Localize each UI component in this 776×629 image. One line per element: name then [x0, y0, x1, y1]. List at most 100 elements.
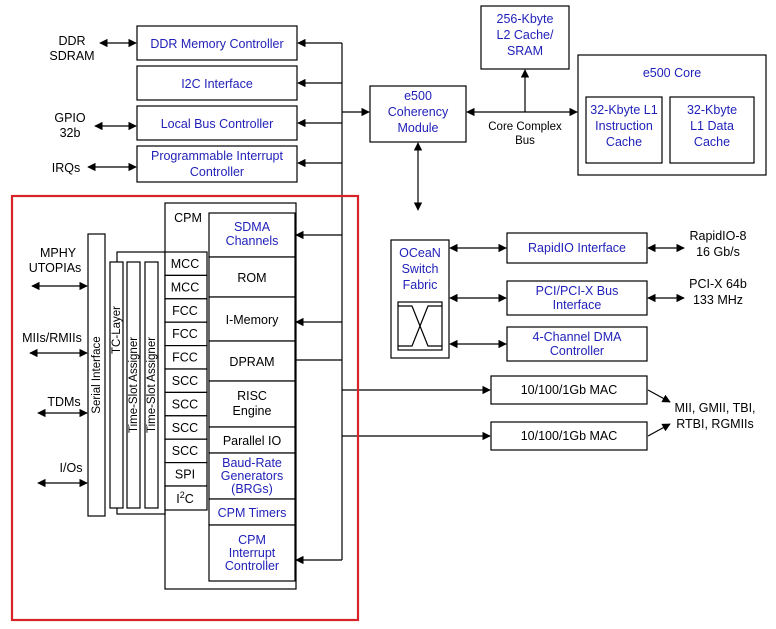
channel-label: SPI — [175, 468, 195, 482]
rom-label: ROM — [237, 271, 266, 285]
channel-label: FCC — [172, 351, 198, 365]
coherency-module-block: e500 Coherency Module — [369, 85, 467, 143]
cpm-pic-label-3: Controller — [225, 559, 279, 573]
cpm-highlight-box — [10, 194, 360, 622]
dpram-block: DPRAM — [208, 340, 296, 382]
channel-label: SCC — [172, 421, 198, 435]
mac2-label: 10/100/1Gb MAC — [521, 429, 618, 443]
l1i-label-1: 32-Kbyte L1 — [590, 103, 657, 117]
pci-label-2: Interface — [553, 298, 602, 312]
cpm-pic-label-2: Interrupt — [229, 546, 276, 560]
channel-label: SCC — [172, 444, 198, 458]
ocean-switch-fabric-block: OCeaN Switch Fabric — [390, 239, 450, 359]
l2-cache-block: 256-Kbyte L2 Cache/ SRAM — [480, 5, 570, 70]
ios-label: I/Os — [60, 461, 83, 475]
time-slot-assigner-2: Time-Slot Assigner — [144, 261, 159, 509]
cpm-interrupt-controller-block: CPM Interrupt Controller — [208, 524, 296, 582]
mphy-label-2: UTOPIAs — [29, 261, 82, 275]
local-bus-controller-label: Local Bus Controller — [161, 117, 274, 131]
dma-label-2: Controller — [550, 344, 604, 358]
channel-label: MCC — [171, 280, 199, 294]
sdma-channels-block: SDMA Channels — [208, 212, 296, 258]
dma-label-1: 4-Channel DMA — [533, 330, 623, 344]
sdma-label-1: SDMA — [234, 220, 271, 234]
l2-label-2: L2 Cache/ — [497, 28, 555, 42]
ocean-label-3: Fabric — [403, 278, 438, 292]
sdma-label-2: Channels — [226, 234, 279, 248]
brg-label-3: (BRGs) — [231, 482, 273, 496]
tsa2-label: Time-Slot Assigner — [146, 337, 158, 433]
dpram-label: DPRAM — [229, 355, 274, 369]
irqs-external-label: IRQs — [52, 161, 80, 175]
l1-data-cache-block — [669, 96, 755, 164]
ddr-controller-label: DDR Memory Controller — [150, 37, 283, 51]
e500-core-title: e500 Core — [643, 66, 701, 80]
pic-label-line2: Controller — [190, 165, 244, 179]
channel-label: SCC — [172, 374, 198, 388]
coherency-label-1: e500 — [404, 89, 432, 103]
tdms-label: TDMs — [47, 395, 80, 409]
coherency-label-2: Coherency — [388, 105, 449, 119]
tc-layer-bar: TC-Layer — [109, 261, 124, 509]
brg-label-1: Baud-Rate — [222, 456, 282, 470]
l1d-label-1: 32-Kbyte — [687, 103, 737, 117]
ocean-label-1: OCeaN — [399, 246, 441, 260]
channel-label: FCC — [172, 304, 198, 318]
l1i-label-2: Instruction — [595, 119, 653, 133]
rom-block: ROM — [208, 256, 296, 298]
crossbar-line-2 — [398, 305, 442, 347]
pci-label-1: PCI/PCI-X Bus — [536, 284, 619, 298]
local-bus-controller-block: Local Bus Controller — [136, 105, 298, 141]
brg-label-2: Generators — [221, 469, 284, 483]
mac-external-label-2: RTBI, RGMIIs — [676, 417, 754, 431]
mac-block-2: 10/100/1Gb MAC — [490, 421, 648, 451]
ddr-external-label-1: DDR — [58, 34, 85, 48]
i2c-interface-label: I2C Interface — [181, 77, 253, 91]
mphy-label-1: MPHY — [40, 246, 77, 260]
cpm-timers-label: CPM Timers — [218, 506, 287, 520]
miis-label: MIIs/RMIIs — [22, 331, 82, 345]
mac1-label: 10/100/1Gb MAC — [521, 383, 618, 397]
rapidio-label: RapidIO Interface — [528, 241, 626, 255]
tc-layer-label: TC-Layer — [111, 306, 123, 354]
baud-rate-generators-block: Baud-Rate Generators (BRGs) — [208, 452, 296, 500]
time-slot-assigner-1: Time-Slot Assigner — [126, 261, 141, 509]
coherency-label-3: Module — [398, 121, 439, 135]
cpm-title: CPM — [174, 211, 202, 225]
pci-external-label-1: PCI-X 64b — [689, 277, 747, 291]
e500-core-block: e500 Core 32-Kbyte L1 Instruction Cache … — [577, 54, 767, 176]
parallel-io-block: Parallel IO — [208, 426, 296, 454]
ocean-label-2: Switch — [402, 262, 439, 276]
risc-label-2: Engine — [233, 404, 272, 418]
mac-block-1: 10/100/1Gb MAC — [490, 375, 648, 405]
dma-controller-block: 4-Channel DMA Controller — [506, 326, 648, 362]
gpio-external-label-2: 32b — [60, 126, 81, 140]
l1d-label-3: Cache — [694, 135, 730, 149]
ddr-external-label-2: SDRAM — [49, 49, 94, 63]
rapidio-external-label-1: RapidIO-8 — [690, 229, 747, 243]
ccb-label-1: Core Complex — [488, 121, 562, 133]
gpio-external-label-1: GPIO — [54, 111, 86, 125]
ddr-memory-controller-block: DDR Memory Controller — [136, 25, 298, 61]
serial-interface-bar: Serial Interface — [87, 233, 106, 517]
cpm-timers-block: CPM Timers — [208, 498, 296, 526]
arrow-mac1-external — [647, 389, 671, 403]
pio-label: Parallel IO — [223, 434, 282, 448]
i-memory-block: I-Memory — [208, 296, 296, 342]
pci-external-label-2: 133 MHz — [693, 293, 743, 307]
cpm-pic-label-1: CPM — [238, 533, 266, 547]
imem-label: I-Memory — [226, 313, 280, 327]
channel-label: SCC — [172, 397, 198, 411]
pic-label-line1: Programmable Interrupt — [151, 149, 284, 163]
l1i-label-3: Cache — [606, 135, 642, 149]
tsa1-label: Time-Slot Assigner — [128, 337, 140, 433]
risc-label-1: RISC — [237, 389, 267, 403]
l1-instruction-cache-block — [585, 96, 663, 164]
programmable-interrupt-controller-block: Programmable Interrupt Controller — [136, 145, 298, 183]
serial-interface-label: Serial Interface — [91, 336, 103, 413]
pci-bus-interface-block: PCI/PCI-X Bus Interface — [506, 280, 648, 316]
channel-label: FCC — [172, 327, 198, 341]
risc-engine-block: RISC Engine — [208, 380, 296, 428]
